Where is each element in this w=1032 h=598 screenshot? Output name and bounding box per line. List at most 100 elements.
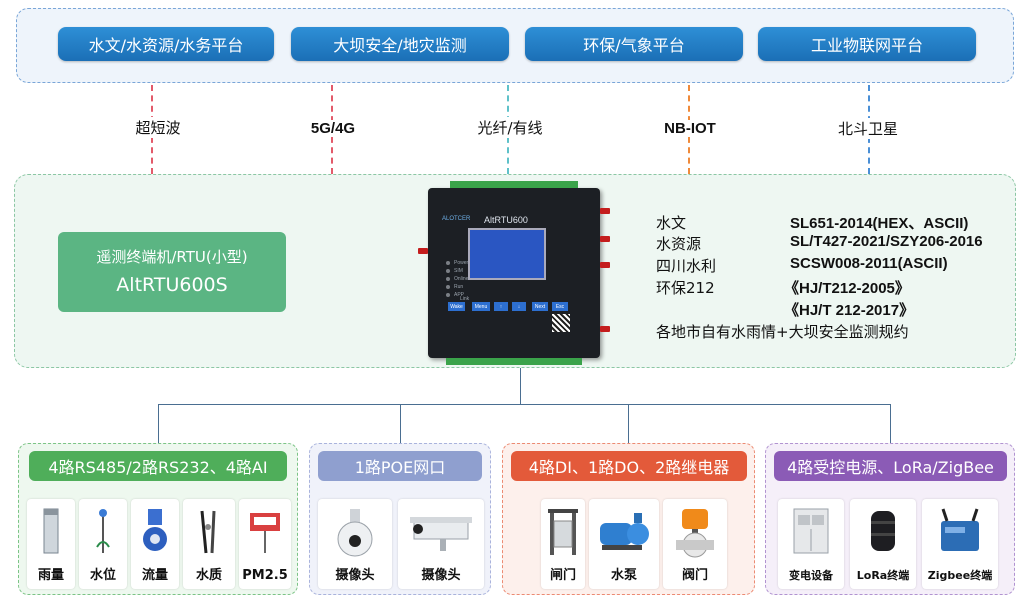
protocol-value: SCSW008-2011(ASCII) — [790, 255, 948, 272]
device-tile-valve: 阀门 — [663, 499, 727, 589]
antenna-connector-icon — [600, 262, 610, 268]
led-label: Link — [460, 296, 470, 302]
led-icon — [446, 285, 450, 289]
device-tile-lora: LoRa终端 — [850, 499, 916, 589]
rtu-type-label: 遥测终端机/RTU(小型) — [96, 248, 248, 266]
pm25-sensor-icon — [250, 513, 280, 553]
water-pump-icon — [600, 513, 649, 550]
protocol-name: 水文 — [656, 214, 687, 232]
terminal-strip-bottom — [446, 358, 582, 365]
led-label: APP — [454, 292, 465, 298]
connector-bus — [158, 404, 890, 405]
antenna-connector-icon — [418, 248, 428, 254]
device-tile-gate: 闸门 — [541, 499, 585, 589]
group-serial-analog: 4路RS485/2路RS232、4路AI 雨量 水位 流量 水质 PM2.5 — [18, 443, 298, 595]
device-key: Esc — [552, 302, 568, 311]
led-icon — [446, 277, 450, 281]
device-key: ↓ — [512, 302, 526, 311]
group-power-wireless: 4路受控电源、LoRa/ZigBee 变电设备 LoRa终端 Zigbee终端 — [765, 443, 1015, 595]
group-io: 4路DI、1路DO、2路继电器 闸门 水泵 阀门 — [502, 443, 755, 595]
rtu-label-box: 遥测终端机/RTU(小型) AltRTU600S — [58, 232, 286, 312]
device-brand: AltRTU600 — [484, 215, 528, 225]
group-title: 4路受控电源、LoRa/ZigBee — [774, 451, 1007, 481]
tile-label: 变电设备 — [789, 569, 833, 582]
protocol-value: 《HJ/T212-2005》 — [784, 280, 910, 297]
tile-label: 水位 — [89, 568, 116, 583]
protocol-value: 《HJ/T 212-2017》 — [784, 302, 915, 319]
tile-label: 摄像头 — [421, 568, 461, 583]
comm-label-beidou: 北斗卫星 — [834, 118, 902, 139]
device-tile-dome-camera: 摄像头 — [318, 499, 392, 589]
group-title: 1路POE网口 — [318, 451, 482, 481]
device-tile-box-camera: 摄像头 — [398, 499, 484, 589]
tile-label: 水泵 — [610, 568, 637, 583]
protocol-name: 环保212 — [656, 279, 715, 297]
dome-camera-icon — [337, 509, 373, 557]
device-key: Wake — [448, 302, 465, 311]
antenna-connector-icon — [600, 236, 610, 242]
comm-label-fiber: 光纤/有线 — [474, 117, 546, 138]
lora-terminal-icon — [871, 511, 895, 551]
group-title: 4路RS485/2路RS232、4路AI — [29, 451, 287, 481]
connector-drop — [628, 404, 629, 443]
flow-meter-icon — [143, 509, 167, 551]
device-tile-zigbee: Zigbee终端 — [922, 499, 998, 589]
platform-hydrology: 水文/水资源/水务平台 — [58, 27, 274, 61]
device-tile-cabinet: 变电设备 — [778, 499, 844, 589]
connector-trunk — [520, 368, 521, 404]
water-quality-icon — [200, 510, 216, 554]
box-camera-icon — [410, 517, 472, 551]
antenna-connector-icon — [600, 208, 610, 214]
power-cabinet-icon — [793, 508, 829, 554]
connector-drop — [890, 404, 891, 443]
led-label: Run — [454, 284, 464, 290]
led-icon — [446, 269, 450, 273]
tile-label: Zigbee终端 — [927, 569, 993, 582]
sluice-gate-icon — [548, 509, 578, 555]
device-tile-flow: 流量 — [131, 499, 179, 589]
platform-dam-safety: 大坝安全/地灾监测 — [291, 27, 509, 61]
platform-environment: 环保/气象平台 — [525, 27, 743, 61]
device-tile-level: 水位 — [79, 499, 127, 589]
valve-icon — [676, 509, 714, 558]
comm-label-5g: 5G/4G — [307, 120, 359, 137]
led-label: Power — [454, 260, 469, 266]
device-tile-pump: 水泵 — [589, 499, 659, 589]
led-icon — [446, 293, 450, 297]
terminal-strip-top — [450, 181, 578, 188]
protocol-name: 四川水利 — [656, 257, 717, 275]
device-tile-quality: 水质 — [183, 499, 235, 589]
protocols-note: 各地市自有水雨情+大坝安全监测规约 — [656, 323, 909, 341]
tile-label: 水质 — [195, 568, 222, 583]
tile-label: PM2.5 — [242, 568, 288, 583]
platform-iot: 工业物联网平台 — [758, 27, 976, 61]
device-logo: ALOTCER — [442, 216, 471, 222]
tile-label: 雨量 — [37, 568, 64, 583]
led-icon — [446, 261, 450, 265]
protocol-value: SL/T427-2021/SZY206-2016 — [790, 233, 983, 250]
device-tile-rain: 雨量 — [27, 499, 75, 589]
led-label: SIM — [454, 268, 463, 274]
group-poe: 1路POE网口 摄像头 摄像头 — [309, 443, 491, 595]
level-sensor-icon — [96, 509, 110, 553]
qr-code-icon — [552, 314, 570, 332]
rain-gauge-icon — [43, 508, 59, 554]
protocol-name: 水资源 — [656, 235, 702, 253]
tile-label: LoRa终端 — [856, 569, 910, 582]
antenna-connector-icon — [600, 326, 610, 332]
tile-label: 摄像头 — [335, 568, 375, 583]
device-key: Next — [532, 302, 548, 311]
device-lcd-screen — [468, 228, 546, 280]
connector-drop — [158, 404, 159, 443]
comm-label-nbiot: NB-IOT — [661, 120, 719, 137]
zigbee-terminal-icon — [941, 508, 979, 551]
tile-label: 闸门 — [549, 568, 576, 583]
connector-drop — [400, 404, 401, 443]
comm-label-uhf: 超短波 — [132, 117, 184, 138]
rtu-device-image: ALOTCER AltRTU600 Power SIM Online Run A… — [418, 181, 610, 365]
device-key: ↑ — [494, 302, 508, 311]
tile-label: 流量 — [141, 568, 168, 583]
led-label: Online — [454, 276, 469, 282]
protocol-value: SL651-2014(HEX、ASCII) — [790, 215, 969, 232]
